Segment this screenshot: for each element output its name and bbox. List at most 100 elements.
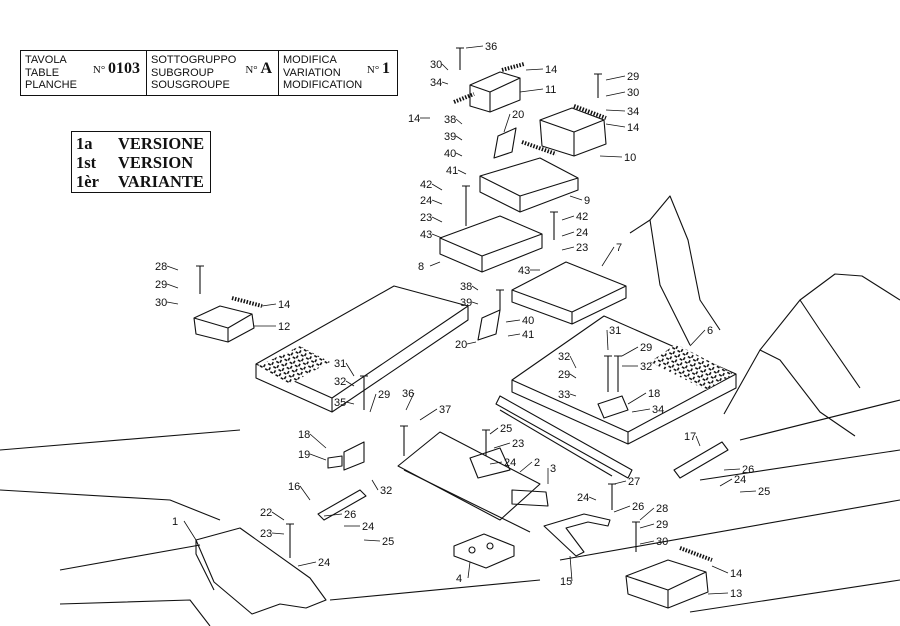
callout-42: 42 bbox=[420, 179, 443, 191]
leader-line bbox=[441, 63, 449, 71]
leader-line bbox=[569, 355, 577, 369]
callout-36: 36 bbox=[402, 388, 415, 411]
part-8-plate bbox=[439, 215, 543, 273]
leader-line bbox=[405, 392, 415, 411]
leader-line bbox=[363, 539, 381, 542]
leader-line bbox=[441, 81, 449, 85]
callout-31: 31 bbox=[606, 325, 621, 351]
callout-18: 18 bbox=[298, 429, 327, 449]
callout-2: 2 bbox=[519, 457, 540, 473]
callout-label: 32 bbox=[640, 361, 652, 373]
leader-line bbox=[507, 333, 521, 337]
callout-13: 13 bbox=[707, 588, 742, 600]
callout-label: 38 bbox=[460, 281, 472, 293]
leader-line bbox=[639, 507, 655, 521]
leader-line bbox=[605, 91, 626, 97]
callout-35: 35 bbox=[334, 397, 355, 409]
callout-24: 24 bbox=[489, 457, 516, 469]
callout-16: 16 bbox=[288, 481, 311, 501]
callout-34: 34 bbox=[605, 106, 639, 118]
callout-label: 24 bbox=[504, 457, 516, 469]
callout-40: 40 bbox=[505, 315, 534, 327]
callout-label: 35 bbox=[334, 397, 346, 409]
callout-label: 29 bbox=[627, 71, 639, 83]
leader-line bbox=[471, 285, 479, 291]
version-num: 1èr bbox=[76, 172, 99, 191]
callout-label: 20 bbox=[455, 339, 467, 351]
leader-line bbox=[345, 362, 355, 377]
leader-line bbox=[471, 301, 479, 305]
callout-4: 4 bbox=[456, 561, 471, 585]
leader-line bbox=[621, 346, 639, 357]
callout-41: 41 bbox=[446, 165, 467, 177]
callout-32: 32 bbox=[622, 361, 652, 373]
version-word: VERSIONE bbox=[118, 134, 205, 153]
callout-36: 36 bbox=[465, 41, 497, 53]
leader-line bbox=[429, 261, 441, 267]
bolts bbox=[196, 47, 640, 558]
callout-label: 14 bbox=[278, 299, 290, 311]
callout-label: 23 bbox=[260, 528, 272, 540]
subgroup-label-fr: SOUSGROUPE bbox=[151, 79, 230, 91]
leader-line bbox=[631, 408, 651, 413]
callout-label: 26 bbox=[344, 509, 356, 521]
variation-label-it: MODIFICA bbox=[283, 54, 337, 66]
callout-42: 42 bbox=[561, 211, 588, 223]
callout-label: 13 bbox=[730, 588, 742, 600]
leader-line bbox=[183, 520, 197, 541]
callout-10: 10 bbox=[599, 152, 636, 164]
callout-label: 20 bbox=[512, 109, 524, 121]
leader-line bbox=[707, 592, 729, 595]
leader-line bbox=[489, 461, 503, 465]
leader-line bbox=[599, 155, 623, 158]
callout-label: 42 bbox=[420, 179, 432, 191]
subgroup-label-en: SUBGROUP bbox=[151, 66, 214, 79]
leader-line bbox=[588, 496, 597, 501]
callout-label: 36 bbox=[485, 41, 497, 53]
callout-20: 20 bbox=[455, 339, 477, 351]
callout-label: 39 bbox=[444, 131, 456, 143]
version-num: 1a bbox=[76, 134, 93, 153]
callout-label: 7 bbox=[616, 242, 622, 254]
leader-line bbox=[466, 341, 477, 345]
callout-label: 32 bbox=[380, 485, 392, 497]
leader-line bbox=[569, 195, 583, 201]
table-number: N° 0103 bbox=[92, 60, 140, 77]
leader-line bbox=[345, 401, 355, 405]
leader-line bbox=[561, 231, 575, 237]
callout-29: 29 bbox=[155, 279, 179, 291]
callout-label: 23 bbox=[512, 438, 524, 450]
callout-label: 32 bbox=[558, 351, 570, 363]
part-13-box bbox=[625, 559, 709, 609]
leader-line bbox=[627, 392, 647, 405]
leader-line bbox=[166, 283, 179, 289]
part-9-plate bbox=[479, 157, 579, 213]
leader-line bbox=[271, 511, 285, 521]
callout-14: 14 bbox=[525, 64, 557, 76]
callout-39: 39 bbox=[444, 131, 463, 143]
callout-label: 1 bbox=[172, 516, 178, 528]
callout-26: 26 bbox=[613, 501, 644, 513]
leader-line bbox=[605, 75, 626, 81]
leader-line bbox=[465, 45, 484, 49]
callout-label: 41 bbox=[446, 165, 458, 177]
callout-label: 11 bbox=[545, 84, 556, 96]
callout-32: 32 bbox=[334, 376, 355, 388]
callout-label: 23 bbox=[420, 212, 432, 224]
part-15-chain bbox=[543, 513, 611, 557]
callout-label: 26 bbox=[742, 464, 754, 476]
callout-label: 24 bbox=[577, 492, 589, 504]
callout-label: 29 bbox=[155, 279, 167, 291]
leader-line bbox=[711, 565, 729, 574]
leader-line bbox=[605, 109, 626, 112]
leader-line bbox=[503, 113, 511, 133]
leader-line bbox=[455, 135, 463, 141]
callout-label: 40 bbox=[444, 148, 456, 160]
callout-23: 23 bbox=[260, 528, 285, 540]
leader-line bbox=[371, 479, 379, 491]
callout-label: 24 bbox=[318, 557, 330, 569]
callout-26: 26 bbox=[723, 464, 754, 476]
callout-label: 10 bbox=[624, 152, 636, 164]
